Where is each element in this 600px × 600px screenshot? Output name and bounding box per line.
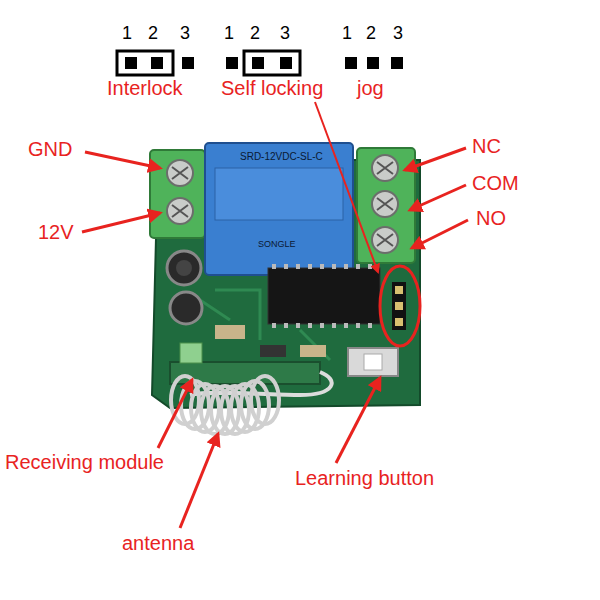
pin-number: 2 bbox=[148, 24, 158, 42]
relay-marking: SRD-12VDC-SL-C bbox=[240, 152, 323, 162]
mode-label: Self locking bbox=[221, 78, 323, 98]
antenna-coil bbox=[171, 372, 332, 434]
pin-number: 1 bbox=[342, 24, 352, 42]
relay-marking: SONGLE bbox=[258, 240, 296, 249]
part-label: Receiving module bbox=[5, 452, 164, 472]
pin-number: 2 bbox=[250, 24, 260, 42]
pin-number: 1 bbox=[224, 24, 234, 42]
pin-number: 3 bbox=[280, 24, 290, 42]
highlight-ellipse bbox=[380, 266, 420, 346]
pin-number: 1 bbox=[122, 24, 132, 42]
pin-number: 3 bbox=[180, 24, 190, 42]
terminal-label: NO bbox=[476, 208, 506, 228]
part-label: Learning button bbox=[295, 468, 434, 488]
jumper-pins bbox=[117, 51, 403, 75]
mode-label: Interlock bbox=[107, 78, 183, 98]
pin-number: 3 bbox=[393, 24, 403, 42]
part-label: antenna bbox=[122, 533, 194, 553]
terminal-label: GND bbox=[28, 139, 72, 159]
terminal-label: NC bbox=[472, 136, 501, 156]
pin-number: 2 bbox=[366, 24, 376, 42]
mode-label: jog bbox=[357, 78, 384, 98]
terminal-label: 12V bbox=[38, 222, 74, 242]
pcb bbox=[150, 143, 420, 408]
terminal-label: COM bbox=[472, 173, 519, 193]
